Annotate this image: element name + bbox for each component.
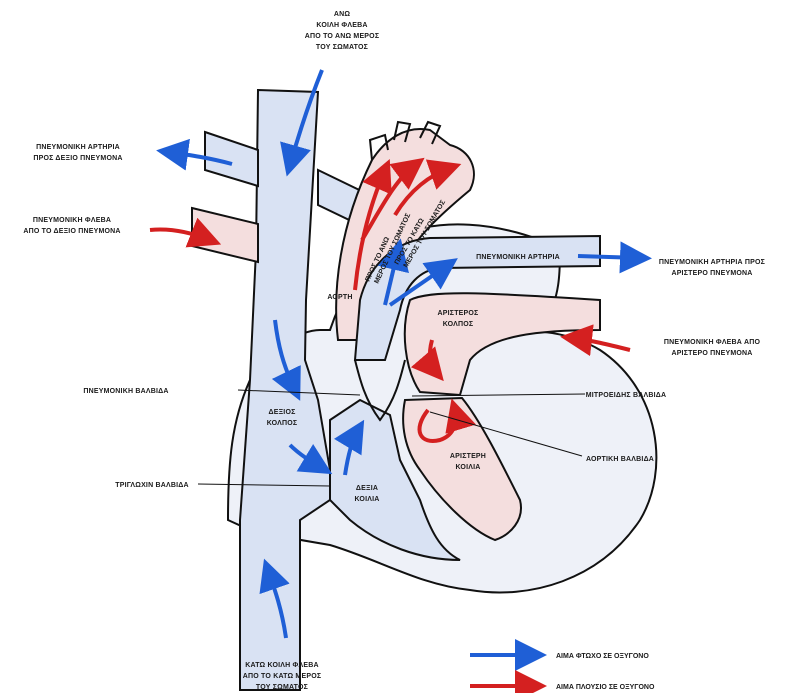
label-aortic-valve: ΑΟΡΤΙΚΗ ΒΑΛΒΙΔΑ xyxy=(586,456,654,463)
label-pa-right-1: ΠΝΕΥΜΟΝΙΚΗ ΑΡΤΗΡΙΑ xyxy=(36,144,120,151)
legend-deoxygenated-label: ΑΙΜΑ ΦΤΩΧΟ ΣΕ ΟΞΥΓΟΝΟ xyxy=(556,653,649,660)
label-left-ventricle-2: ΚΟΙΛΙΑ xyxy=(456,464,481,471)
label-right-ventricle-2: ΚΟΙΛΙΑ xyxy=(355,496,380,503)
label-pv-right-1: ΠΝΕΥΜΟΝΙΚΗ ΦΛΕΒΑ xyxy=(33,217,111,224)
label-svc-3: ΑΠΟ ΤΟ ΑΝΩ ΜΕΡΟΣ xyxy=(305,33,379,40)
label-pv-left-2: ΑΡΙΣΤΕΡΟ ΠΝΕΥΜΟΝΑ xyxy=(671,350,752,357)
label-left-atrium-1: ΑΡΙΣΤΕΡΟΣ xyxy=(438,310,479,317)
label-mitral-valve: ΜΙΤΡΟΕΙΔΗΣ ΒΑΛΒΙΔΑ xyxy=(586,392,666,399)
label-tricuspid-valve: ΤΡΙΓΛΩΧΙΝ ΒΑΛΒΙΔΑ xyxy=(115,482,189,489)
label-left-atrium-2: ΚΟΛΠΟΣ xyxy=(443,321,474,328)
legend: ΑΙΜΑ ΦΤΩΧΟ ΣΕ ΟΞΥΓΟΝΟ ΑΙΜΑ ΠΛΟΥΣΙΟ ΣΕ ΟΞ… xyxy=(470,653,655,691)
label-ivc-3: ΤΟΥ ΣΩΜΑΤΟΣ xyxy=(256,684,308,691)
label-svc-4: ΤΟΥ ΣΩΜΑΤΟΣ xyxy=(316,44,368,51)
label-pa-left-2: ΑΡΙΣΤΕΡΟ ΠΝΕΥΜΟΝΑ xyxy=(671,270,752,277)
label-pa-right-2: ΠΡΟΣ ΔΕΞΙΟ ΠΝΕΥΜΟΝΑ xyxy=(33,155,122,162)
label-pv-left-1: ΠΝΕΥΜΟΝΙΚΗ ΦΛΕΒΑ ΑΠΟ xyxy=(664,339,761,346)
label-pulmonary-artery: ΠΝΕΥΜΟΝΙΚΗ ΑΡΤΗΡΙΑ xyxy=(476,254,560,261)
label-left-ventricle-1: ΑΡΙΣΤΕΡΗ xyxy=(450,453,486,460)
label-ivc-1: ΚΑΤΩ ΚΟΙΛΗ ΦΛΕΒΑ xyxy=(245,662,318,669)
label-aorta: ΑΟΡΤΗ xyxy=(327,294,352,301)
label-pa-left-1: ΠΝΕΥΜΟΝΙΚΗ ΑΡΤΗΡΙΑ ΠΡΟΣ xyxy=(659,259,765,266)
label-svc-2: ΚΟΙΛΗ ΦΛΕΒΑ xyxy=(316,22,367,29)
label-ivc-2: ΑΠΟ ΤΟ ΚΑΤΩ ΜΕΡΟΣ xyxy=(243,673,322,680)
label-pv-right-2: ΑΠΟ ΤΟ ΔΕΞΙΟ ΠΝΕΥΜΟΝΑ xyxy=(23,228,120,235)
label-svc-1: ΑΝΩ xyxy=(334,11,351,18)
label-right-atrium-1: ΔΕΞΙΟΣ xyxy=(269,409,296,416)
legend-oxygenated-label: ΑΙΜΑ ΠΛΟΥΣΙΟ ΣΕ ΟΞΥΓΟΝΟ xyxy=(556,684,655,691)
label-right-ventricle-1: ΔΕΞΙΑ xyxy=(356,485,378,492)
label-right-atrium-2: ΚΟΛΠΟΣ xyxy=(267,420,298,427)
label-pulmonary-valve: ΠΝΕΥΜΟΝΙΚΗ ΒΑΛΒΙΔΑ xyxy=(83,388,168,395)
